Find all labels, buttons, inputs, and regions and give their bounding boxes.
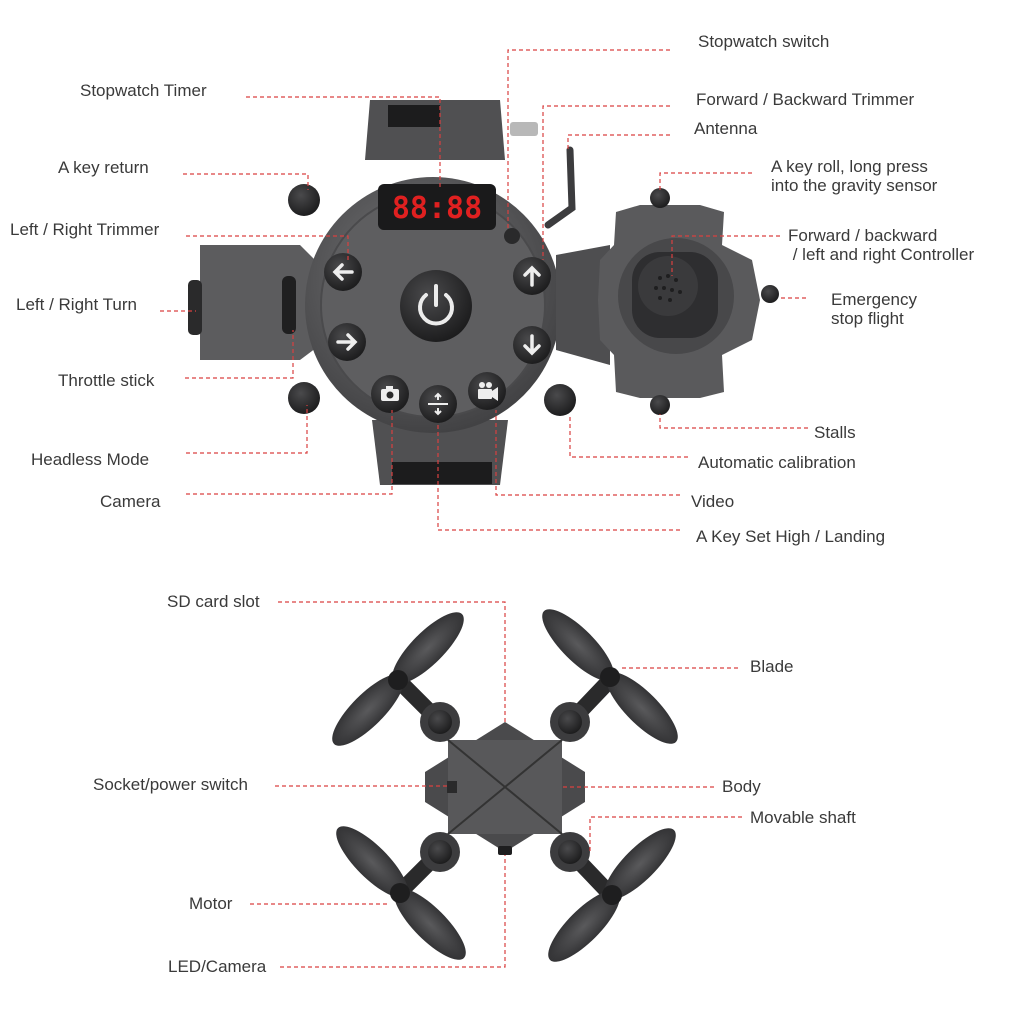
stopwatch-switch-screw xyxy=(510,122,538,136)
left-trim-button[interactable] xyxy=(324,253,362,291)
label-movable-shaft: Movable shaft xyxy=(750,808,856,827)
motor-top-right xyxy=(550,702,590,742)
drone-device xyxy=(332,609,678,962)
label-antenna: Antenna xyxy=(694,119,758,138)
label-a-key-set-high: A Key Set High / Landing xyxy=(696,527,886,546)
blade-bottom-right xyxy=(548,828,676,962)
led-camera xyxy=(498,846,512,855)
label-automatic-calibration: Automatic calibration xyxy=(698,453,856,472)
throttle-slot xyxy=(282,276,296,334)
left-side-module xyxy=(200,245,320,360)
label-fb-lr-controller: Forward / backward / left and right Cont… xyxy=(788,226,975,264)
label-stalls: Stalls xyxy=(814,423,856,442)
label-stopwatch-timer: Stopwatch Timer xyxy=(80,81,207,100)
a-key-roll-knob xyxy=(650,188,670,208)
controller-device: 88:88 xyxy=(188,100,779,485)
blade-top-left xyxy=(332,612,464,746)
motor-bottom-left xyxy=(420,832,460,872)
label-left-right-turn: Left / Right Turn xyxy=(16,295,137,314)
label-forward-backward-trimmer: Forward / Backward Trimmer xyxy=(696,90,915,109)
takeoff-landing-button[interactable] xyxy=(419,385,457,423)
label-a-key-roll: A key roll, long press into the gravity … xyxy=(771,157,938,195)
forward-trim-button[interactable] xyxy=(513,257,551,295)
socket-power-switch xyxy=(447,781,457,793)
label-motor: Motor xyxy=(189,894,233,913)
arrow-right-icon xyxy=(336,333,358,351)
joystick-module xyxy=(598,188,779,415)
label-body: Body xyxy=(722,777,761,796)
camera-icon xyxy=(381,386,399,401)
stopwatch-switch-button xyxy=(504,228,520,244)
label-socket-power-switch: Socket/power switch xyxy=(93,775,248,794)
headless-mode-knob xyxy=(288,382,320,414)
stopwatch-digits: 88:88 xyxy=(392,191,482,226)
power-icon xyxy=(418,284,454,326)
blade-bottom-left xyxy=(336,826,466,960)
arrow-left-icon xyxy=(332,263,354,281)
a-key-return-knob xyxy=(288,184,320,216)
label-emergency-stop: Emergency stop flight xyxy=(831,290,917,328)
motor-bottom-right xyxy=(550,832,590,872)
label-left-right-trimmer: Left / Right Trimmer xyxy=(10,220,160,239)
arrow-up-icon xyxy=(523,265,541,287)
label-a-key-return: A key return xyxy=(58,158,149,177)
antenna xyxy=(544,146,576,229)
motor-top-left xyxy=(420,702,460,742)
stopwatch-display xyxy=(378,184,496,230)
label-video: Video xyxy=(691,492,735,511)
label-led-camera: LED/Camera xyxy=(168,957,267,976)
label-sd-card-slot: SD card slot xyxy=(167,592,260,611)
stalls-knob xyxy=(650,395,670,415)
right-trim-button[interactable] xyxy=(328,323,366,361)
label-throttle-stick: Throttle stick xyxy=(58,371,155,390)
camera-button[interactable] xyxy=(371,375,409,413)
label-blade: Blade xyxy=(750,657,794,676)
arrow-down-icon xyxy=(523,334,541,356)
label-camera: Camera xyxy=(100,492,161,511)
label-stopwatch-switch: Stopwatch switch xyxy=(698,32,830,51)
auto-calibration-knob xyxy=(544,384,576,416)
leader-lines xyxy=(160,49,808,968)
video-button[interactable] xyxy=(468,372,506,410)
emergency-stop-knob xyxy=(761,285,779,303)
takeoff-landing-icon xyxy=(428,392,448,416)
left-right-turn-wheel xyxy=(188,280,202,335)
label-headless-mode: Headless Mode xyxy=(31,450,150,469)
backward-trim-button[interactable] xyxy=(513,326,551,364)
video-icon xyxy=(478,382,498,401)
blade-top-right xyxy=(542,609,678,744)
